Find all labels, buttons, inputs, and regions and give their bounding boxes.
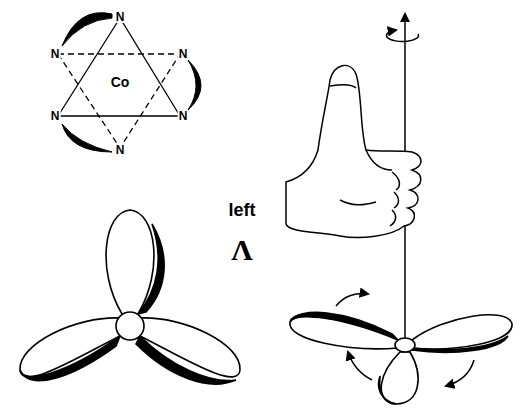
propeller-front-view — [20, 210, 240, 384]
chelate-rings — [62, 13, 201, 152]
rotation-arrows — [336, 294, 474, 387]
right-hand — [286, 65, 421, 237]
ligand-atom: N — [50, 110, 61, 122]
handedness-label: left — [229, 201, 256, 219]
ligand-atom: N — [115, 11, 126, 23]
chirality-symbol: Λ — [231, 235, 253, 265]
ligand-atom: N — [50, 48, 61, 60]
octahedron-sketch — [58, 18, 180, 148]
propeller-on-axis — [290, 312, 512, 404]
ligand-atom: N — [178, 110, 189, 122]
ligand-atom: N — [115, 144, 126, 156]
metal-atom: Co — [111, 75, 130, 89]
ligand-atom: N — [178, 48, 189, 60]
